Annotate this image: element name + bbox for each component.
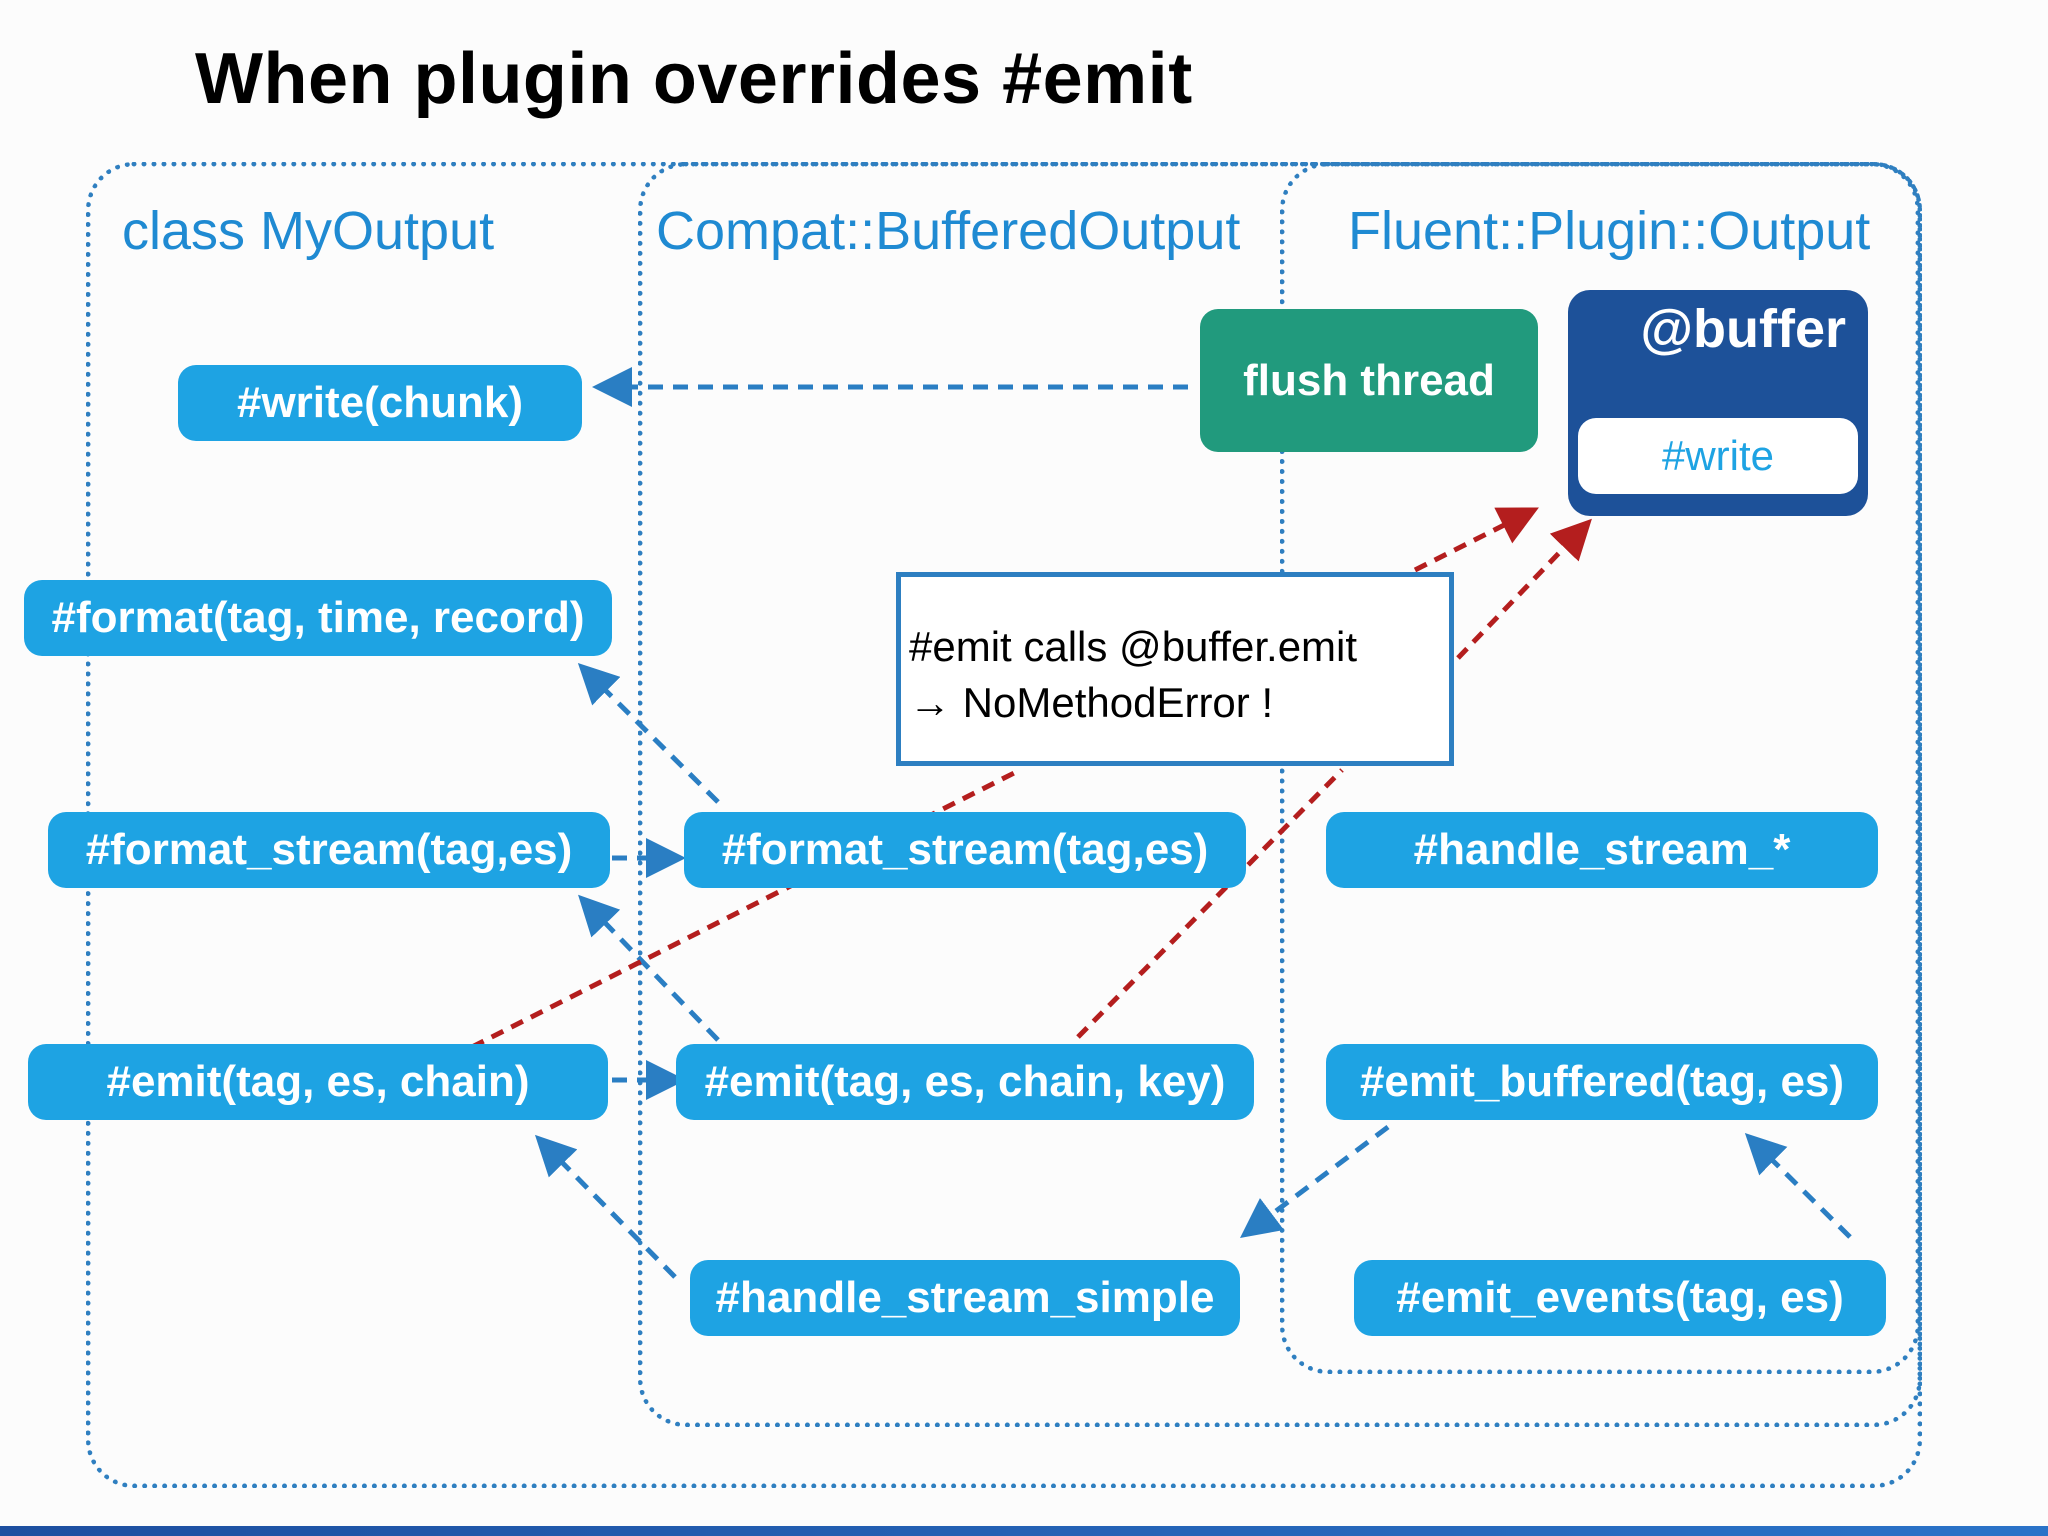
- region-label-my-output: class MyOutput: [122, 201, 495, 261]
- region-label-compat: Compat::BufferedOutput: [656, 201, 1241, 261]
- node-emit-buffered: #emit_buffered(tag, es): [1326, 1044, 1878, 1120]
- node-format: #format(tag, time, record): [24, 580, 612, 656]
- arrow-my-emit-to-buffer-head: [1413, 507, 1539, 573]
- page-title: When plugin overrides #emit: [195, 39, 1193, 119]
- node-emit-compat: #emit(tag, es, chain, key): [676, 1044, 1254, 1120]
- arrow-emit-events-to-emit-buffered: [1744, 1132, 1852, 1239]
- node-format-stream-compat: #format_stream(tag,es): [684, 812, 1246, 888]
- region-fluent-plugin-output: [1280, 162, 1920, 1374]
- node-emit-my-output: #emit(tag, es, chain): [28, 1044, 608, 1120]
- region-label-fluent: Fluent::Plugin::Output: [1348, 201, 1871, 261]
- node-handle-stream-simple: #handle_stream_simple: [690, 1260, 1240, 1336]
- arrow-compat-format-stream-to-format: [577, 662, 720, 804]
- buffer-box: @buffer #write: [1568, 290, 1868, 516]
- arrow-compat-emit-to-my-format-stream: [578, 894, 720, 1042]
- footer-bar: [0, 1526, 2048, 1536]
- node-emit-events: #emit_events(tag, es): [1354, 1260, 1886, 1336]
- node-write-chunk: #write(chunk): [178, 365, 582, 441]
- arrow-handle-simple-to-my-emit: [534, 1134, 677, 1279]
- buffer-write-method: #write: [1578, 418, 1858, 494]
- callout-line-1: #emit calls @buffer.emit: [909, 623, 1358, 670]
- arrow-compat-emit-to-buffer-head: [1456, 518, 1592, 660]
- callout-line-2: → NoMethodError !: [909, 679, 1274, 726]
- arrow-compat-emit-to-buffer: [1076, 768, 1344, 1039]
- arrow-emit-buffered-to-handle-simple: [1240, 1125, 1390, 1238]
- node-format-stream-my-output: #format_stream(tag,es): [48, 812, 610, 888]
- buffer-title: @buffer: [1640, 299, 1846, 359]
- flush-thread-box: flush thread: [1200, 309, 1538, 452]
- error-callout: #emit calls @buffer.emit → NoMethodError…: [896, 572, 1454, 766]
- node-handle-stream-star: #handle_stream_*: [1326, 812, 1878, 888]
